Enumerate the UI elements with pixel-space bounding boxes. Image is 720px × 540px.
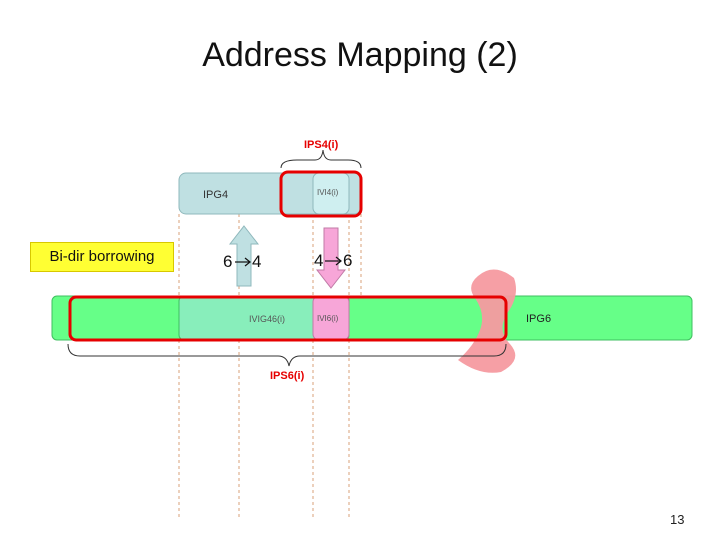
ipg6-bar	[51, 295, 693, 341]
ipg4-label: IPG4	[203, 189, 229, 201]
ipg6-label: IPG6	[526, 313, 552, 325]
ivi6-label: IVI6(i)	[317, 314, 339, 323]
arrow-right-from: 4	[314, 251, 324, 270]
ipg6-highlight	[68, 295, 508, 342]
ips4-brace	[280, 149, 362, 169]
ivi4-label: IVI4(i)	[317, 188, 339, 197]
arrow-right-to: 6	[343, 251, 353, 270]
arrow-left-to: 4	[252, 252, 262, 271]
arrow-left-from: 6	[223, 252, 233, 271]
ips6-label: IPS6(i)	[270, 370, 305, 382]
break-wave	[458, 269, 516, 373]
down-arrow	[315, 227, 347, 289]
ivig46-label: IVIG46(i)	[249, 314, 286, 324]
ivi4-highlight	[279, 170, 363, 218]
bidir-borrowing-badge: Bi-dir borrowing	[30, 242, 174, 272]
page-number: 13	[670, 512, 685, 527]
digit-arrows	[235, 256, 342, 267]
ips6-brace	[67, 343, 507, 367]
ips4-label: IPS4(i)	[304, 139, 339, 151]
slide-title: Address Mapping (2)	[202, 36, 518, 74]
up-arrow	[228, 225, 260, 287]
